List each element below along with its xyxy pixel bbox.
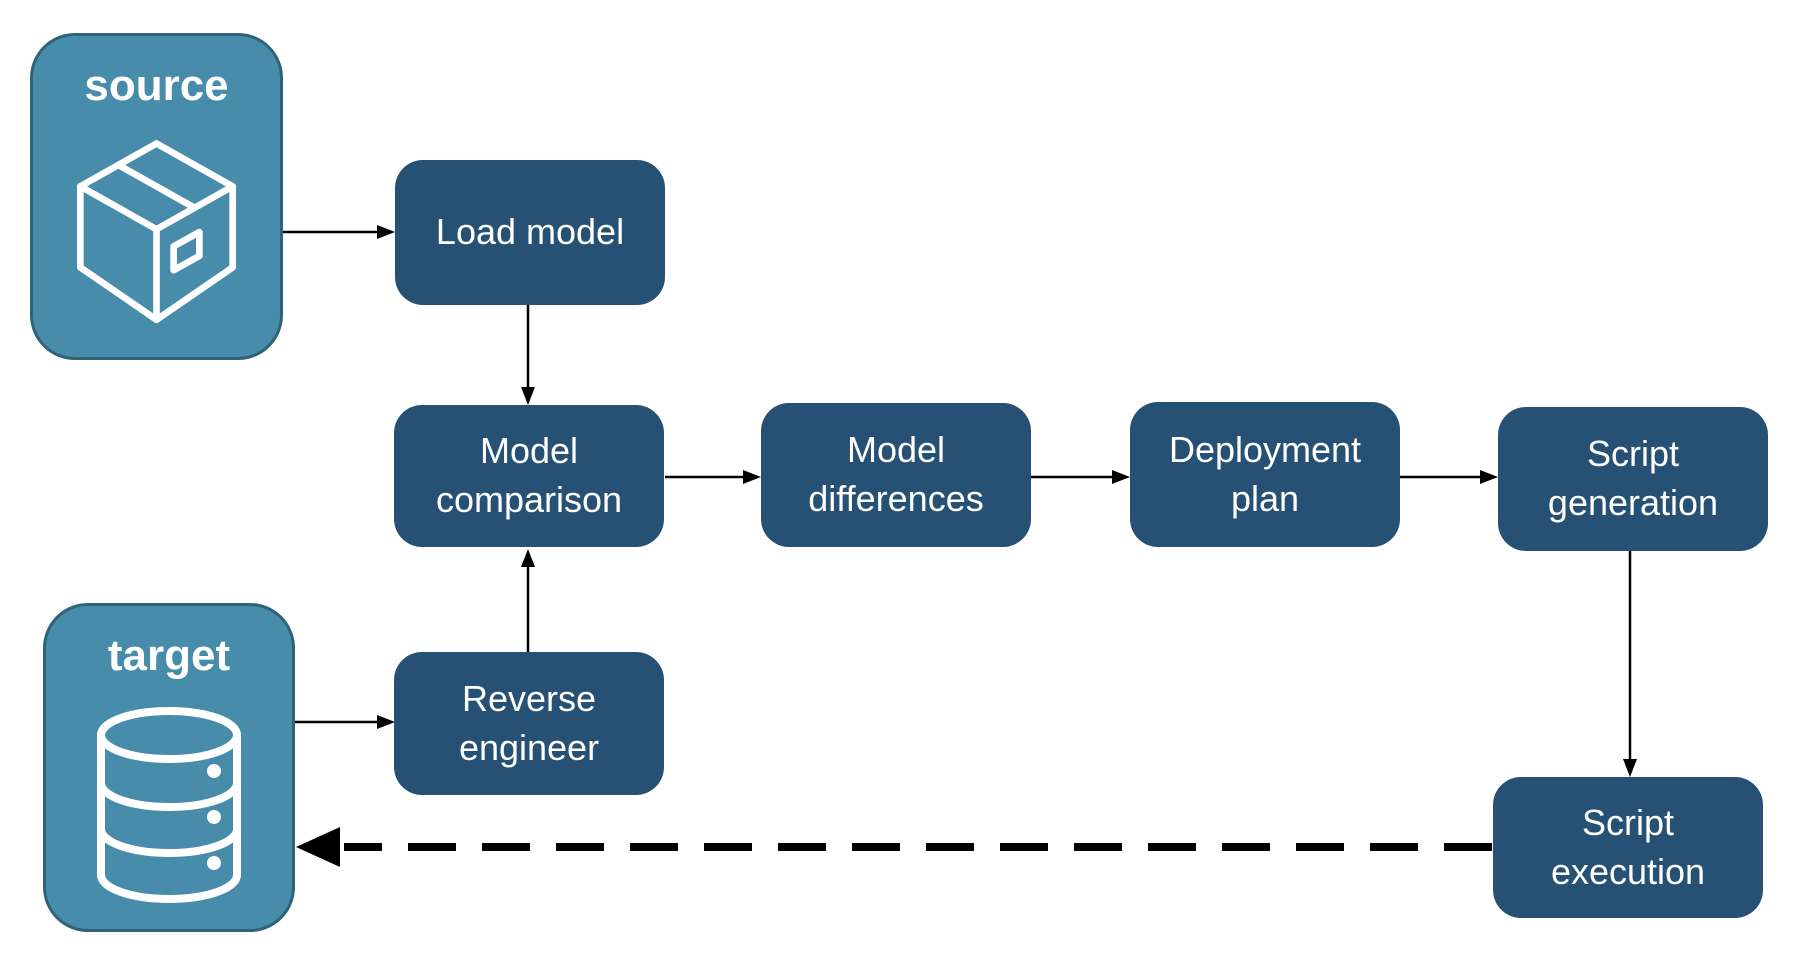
node-script-generation: Script generation	[1498, 407, 1768, 551]
edge-target-to-reverse-engineer	[295, 715, 395, 729]
edge-deployment-plan-to-script-generation	[1400, 470, 1498, 484]
node-label: Load model	[435, 211, 625, 253]
node-label: Model comparison	[435, 430, 623, 520]
package-icon	[33, 110, 280, 357]
container-source: source	[30, 33, 283, 360]
node-load-model: Load model	[395, 160, 665, 305]
node-script-execution: Script execution	[1493, 777, 1763, 918]
edge-load-model-to-model-comparison	[521, 305, 535, 405]
node-deployment-plan: Deployment plan	[1130, 402, 1400, 547]
edge-source-to-load-model	[283, 225, 395, 239]
node-label: Script execution	[1550, 801, 1706, 892]
source-label: source	[84, 61, 229, 110]
edge-model-comparison-to-model-differences	[665, 470, 761, 484]
target-label: target	[107, 631, 231, 680]
node-label: Reverse engineer	[458, 677, 600, 768]
node-label: Script generation	[1547, 433, 1719, 523]
node-label: Model differences	[808, 429, 984, 519]
node-model-differences: Model differences	[761, 403, 1031, 547]
node-label: Deployment plan	[1168, 428, 1362, 519]
edge-reverse-engineer-to-model-comparison	[521, 549, 535, 652]
database-icon	[46, 680, 292, 929]
node-model-comparison: Model comparison	[394, 405, 664, 547]
container-target: target	[43, 603, 295, 932]
node-reverse-engineer: Reverse engineer	[394, 652, 664, 795]
edge-script-generation-to-script-execution	[1623, 551, 1637, 777]
edge-script-execution-to-target	[296, 827, 1492, 867]
edge-model-differences-to-deployment-plan	[1031, 470, 1130, 484]
